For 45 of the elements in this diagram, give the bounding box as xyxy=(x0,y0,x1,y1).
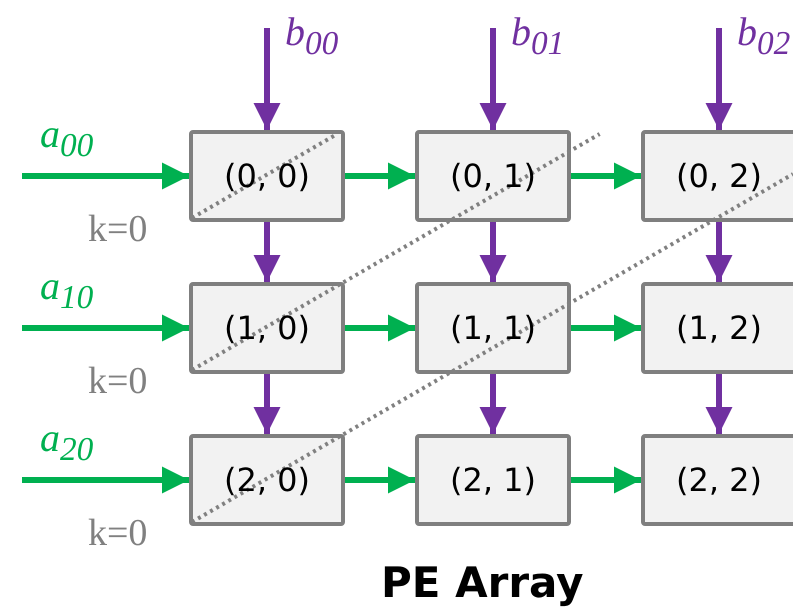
processing-element-box xyxy=(641,130,793,222)
processing-element-box xyxy=(641,282,793,374)
arrow xyxy=(571,314,641,342)
arrow xyxy=(706,28,732,130)
arrow xyxy=(706,374,732,434)
element-index: (1, 2) xyxy=(676,309,762,347)
edge-label: a$_{10}$ xyxy=(40,266,94,314)
element-index: (1, 0) xyxy=(224,309,310,347)
arrow xyxy=(22,466,189,494)
edge-label: b$_{00}$ xyxy=(285,12,338,60)
iteration-label: k=0 xyxy=(88,210,148,248)
arrow xyxy=(345,466,415,494)
element-index: (1, 1) xyxy=(450,309,536,347)
arrow xyxy=(254,374,280,434)
processing-element-box xyxy=(641,434,793,526)
iteration-label: k=0 xyxy=(88,362,148,400)
edge-label: a$_{00}$ xyxy=(40,114,94,162)
arrow xyxy=(345,162,415,190)
arrow xyxy=(706,222,732,282)
processing-element-box xyxy=(415,130,571,222)
arrow xyxy=(22,162,189,190)
edge-label: a$_{20}$ xyxy=(40,418,94,466)
processing-element-box xyxy=(189,282,345,374)
arrow xyxy=(480,374,506,434)
processing-element-box xyxy=(415,282,571,374)
processing-element-box xyxy=(189,434,345,526)
arrow xyxy=(480,222,506,282)
edge-label: b$_{02}$ xyxy=(737,12,790,60)
element-index: (0, 2) xyxy=(676,157,762,195)
arrow xyxy=(345,314,415,342)
arrow xyxy=(571,466,641,494)
diagram-title: PE Array xyxy=(381,562,584,604)
element-index: (0, 1) xyxy=(450,157,536,195)
arrow xyxy=(571,162,641,190)
arrow xyxy=(254,222,280,282)
processing-element-box xyxy=(415,434,571,526)
arrow xyxy=(480,28,506,130)
arrow xyxy=(254,28,280,130)
arrow xyxy=(22,314,189,342)
element-index: (2, 2) xyxy=(676,461,762,499)
element-index: (2, 0) xyxy=(224,461,310,499)
edge-label: b$_{01}$ xyxy=(511,12,564,60)
iteration-label: k=0 xyxy=(88,514,148,552)
element-index: (0, 0) xyxy=(224,157,310,195)
element-index: (2, 1) xyxy=(450,461,536,499)
